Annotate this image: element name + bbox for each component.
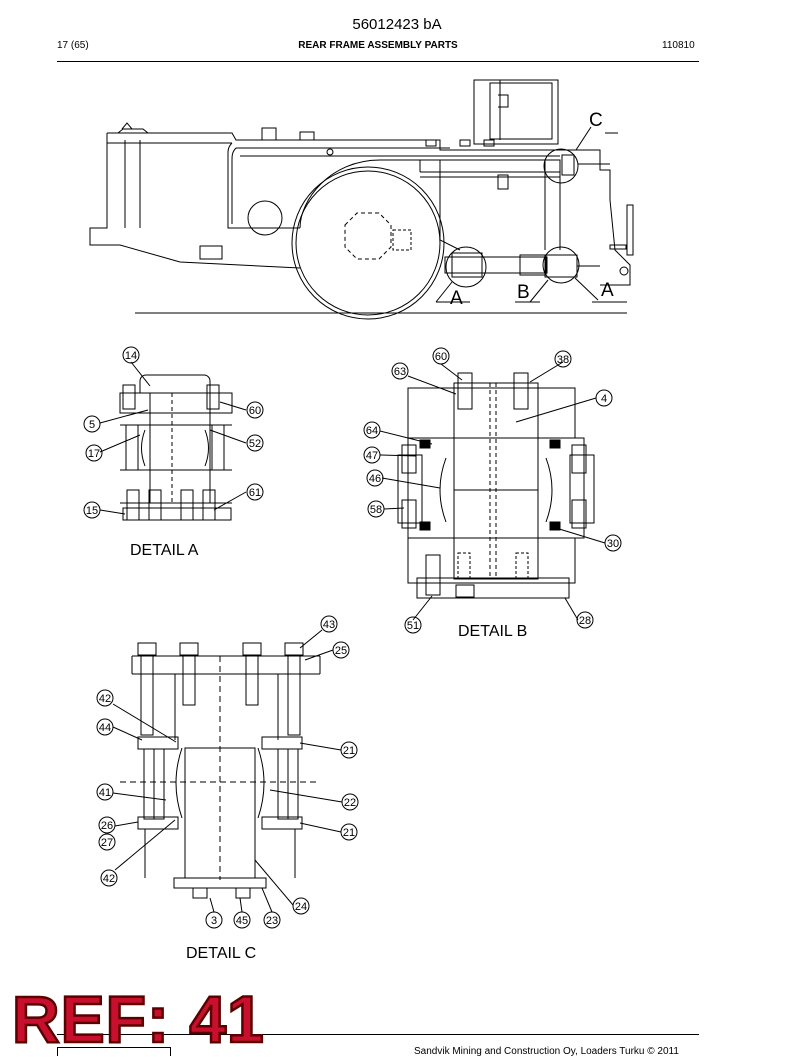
- callout-c: C: [589, 110, 603, 131]
- callout-a-left: A: [450, 288, 463, 309]
- callout-b: B: [517, 282, 530, 303]
- balloon: 23: [266, 915, 278, 927]
- detail-b: 60 38 63 4 64 47 46 58 30 51 28 DETAIL B: [363, 347, 622, 640]
- detail-b-caption: DETAIL B: [458, 623, 527, 640]
- balloon: 21: [343, 745, 355, 757]
- balloon: 17: [88, 448, 100, 460]
- detail-c-caption: DETAIL C: [186, 945, 256, 962]
- page-number: 17 (65): [57, 40, 89, 51]
- header-rule: [57, 61, 699, 62]
- balloon: 47: [366, 450, 378, 462]
- balloon: 14: [125, 350, 137, 362]
- detail-c: 43 25 42 44 21 41 22 26 27 21 42 24 3 45…: [96, 615, 359, 962]
- footer-logo: [57, 1047, 171, 1056]
- footer-copyright: Sandvik Mining and Construction Oy, Load…: [414, 1046, 679, 1057]
- balloon: 44: [99, 722, 111, 734]
- balloon: 24: [295, 901, 307, 913]
- detail-c-balloons: 43 25 42 44 21 41 22 26 27 21 42 24 3 45…: [96, 615, 359, 929]
- balloon: 25: [335, 645, 347, 657]
- balloon: 63: [394, 366, 406, 378]
- balloon: 58: [370, 504, 382, 516]
- detail-b-balloons: 60 38 63 4 64 47 46 58 30 51 28: [363, 347, 622, 634]
- ref-stamp: REF: 41: [11, 982, 265, 1056]
- balloon: 41: [99, 787, 111, 799]
- balloon: 5: [89, 419, 95, 431]
- balloon: 46: [369, 473, 381, 485]
- document-code: 110810: [662, 40, 695, 51]
- detail-a-balloons: 14 5 60 17 52 61 15: [83, 346, 264, 519]
- balloon: 45: [236, 915, 248, 927]
- balloon: 43: [323, 619, 335, 631]
- balloon: 51: [407, 620, 419, 632]
- detail-a-caption: DETAIL A: [130, 542, 199, 559]
- balloon: 27: [101, 837, 113, 849]
- balloon: 26: [101, 820, 113, 832]
- footer-rule: [57, 1034, 699, 1035]
- balloon: 22: [344, 797, 356, 809]
- balloon: 15: [86, 505, 98, 517]
- document-number: 56012423 bA: [352, 16, 442, 33]
- callout-a-right: A: [601, 280, 614, 301]
- balloon: 64: [366, 425, 378, 437]
- page-title: REAR FRAME ASSEMBLY PARTS: [298, 40, 458, 51]
- balloon: 21: [343, 827, 355, 839]
- detail-a: 14 5 60 17 52 61 15 DETAIL A: [83, 346, 264, 559]
- balloon: 52: [249, 438, 261, 450]
- balloon: 42: [103, 873, 115, 885]
- balloon: 60: [249, 405, 261, 417]
- rear-frame-overview: C A B A: [89, 79, 634, 320]
- balloon: 3: [211, 915, 217, 927]
- balloon: 28: [579, 615, 591, 627]
- balloon: 60: [435, 351, 447, 363]
- balloon: 4: [601, 393, 607, 405]
- balloon: 42: [99, 693, 111, 705]
- balloon: 38: [557, 354, 569, 366]
- balloon: 61: [249, 487, 261, 499]
- balloon: 30: [607, 538, 619, 550]
